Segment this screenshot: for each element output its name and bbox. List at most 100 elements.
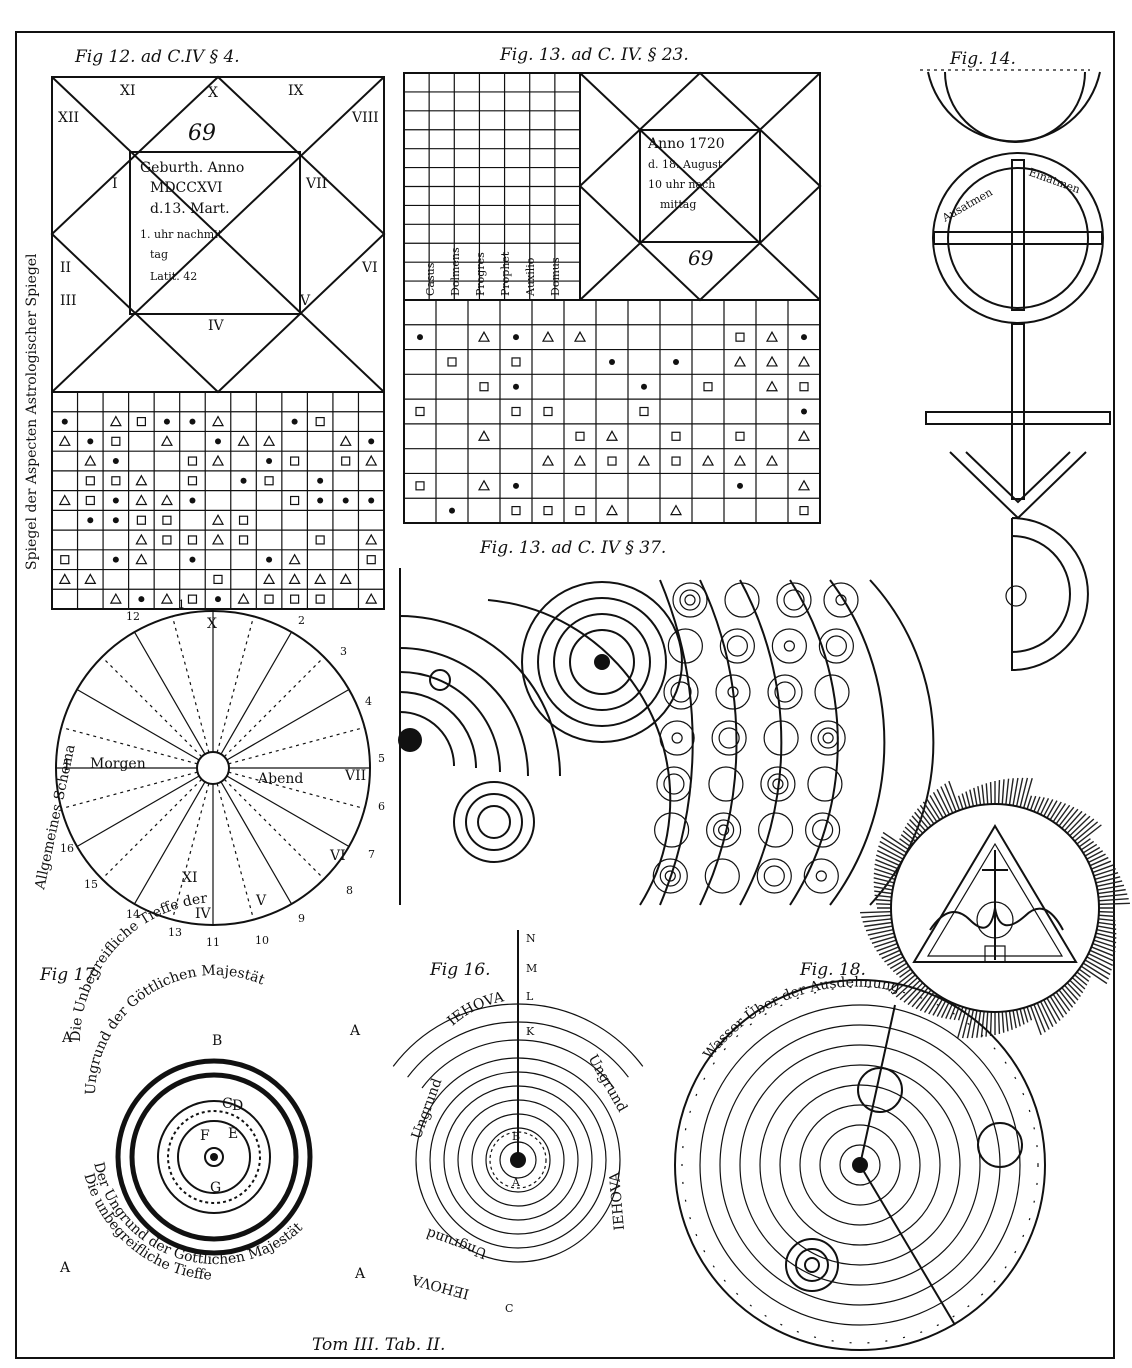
aspect-square [415, 481, 425, 491]
aspect-star [513, 334, 519, 341]
aspect-square [136, 515, 146, 525]
aspect-trine [211, 415, 225, 427]
aspect-trine [109, 592, 122, 604]
svg-text:Geburth. Anno: Geburth. Anno [140, 160, 244, 176]
aspect-star [368, 497, 375, 504]
aspect-square [315, 416, 325, 427]
aspect-star [641, 383, 647, 390]
svg-text:I: I [112, 176, 118, 192]
wheel-abend: Abend [257, 771, 303, 787]
svg-text:II: II [60, 260, 71, 276]
aspect-square [136, 416, 146, 427]
general-schema-wheel: Allgemeines Schema Morgen Abend 12 1 2 3… [32, 598, 385, 949]
svg-text:1: 1 [178, 598, 185, 611]
aspect-star [240, 477, 247, 484]
aspect-trine [58, 573, 71, 585]
fig16-arc-right: Ungrund [585, 1052, 631, 1115]
fig12-center-text: Geburth. Anno MDCCXVI d.13. Mart. 1. uhr… [140, 160, 244, 283]
fig12-horoscope: Fig 12. ad C.IV § 4. Spiegel der Aspecte… [24, 47, 386, 610]
fig13-frame [403, 72, 821, 524]
aspect-trine [765, 380, 779, 392]
aspect-square [341, 456, 351, 466]
aspect-trine [477, 430, 491, 441]
fig13-column-word: Progres [474, 252, 487, 296]
svg-text:8: 8 [346, 884, 353, 897]
aspect-trine [160, 435, 173, 446]
svg-text:Einatmen: Einatmen [1027, 166, 1082, 197]
aspect-trine [135, 494, 148, 506]
fig17-abyss: Fig 17. Die Unbegreifliche Tieffe der Un… [39, 891, 366, 1284]
svg-text:A: A [349, 1023, 361, 1039]
aspect-trine [765, 454, 779, 466]
svg-text:1. uhr nachmit: 1. uhr nachmit [140, 228, 223, 241]
svg-text:6: 6 [378, 800, 385, 813]
fig13-caption: Fig. 13. ad C. IV. § 23. [499, 45, 689, 65]
svg-text:G: G [210, 1180, 221, 1196]
orbit-diagram [398, 568, 935, 906]
wheel-morgen: Morgen [90, 756, 146, 772]
aspect-square [187, 535, 198, 545]
aspect-square [735, 431, 745, 441]
svg-text:IV: IV [208, 318, 225, 334]
svg-text:3: 3 [340, 645, 347, 658]
svg-text:VII: VII [305, 176, 327, 192]
aspect-star [417, 334, 423, 341]
fig13-column-word: Casus [424, 262, 437, 296]
wheel-outer-numbers: 12 1 2 3 4 5 6 7 8 9 10 11 13 14 15 16 [60, 598, 385, 949]
fig18-arc-text: Wasser Über der Ausdehnung [700, 975, 901, 1063]
svg-text:4: 4 [365, 695, 372, 708]
aspect-trine [339, 435, 352, 446]
aspect-square [543, 506, 553, 516]
aspect-star [291, 418, 298, 425]
aspect-square [238, 515, 249, 525]
svg-text:9: 9 [298, 912, 305, 925]
aspect-star [449, 507, 455, 514]
aspect-trine [339, 573, 352, 585]
svg-text:7: 7 [368, 848, 375, 861]
fig12-house-numbers: XI X IX XII VIII I VII II VI III IV V [58, 83, 379, 334]
aspect-trine [160, 494, 173, 506]
svg-text:E: E [228, 1126, 238, 1142]
aspect-trine [58, 435, 71, 446]
aspect-trine [733, 454, 747, 466]
svg-text:11: 11 [206, 936, 220, 949]
aspect-square [60, 555, 70, 565]
aspect-square [162, 515, 172, 525]
fig17-caption: Fig 17. [39, 965, 101, 985]
fig17-top-arc2: Ungrund der Göttlichen Majestät [83, 963, 267, 1095]
aspect-trine [605, 504, 619, 516]
svg-text:10 uhr nach: 10 uhr nach [648, 178, 715, 191]
plate-border [15, 31, 1115, 1359]
aspect-star [189, 418, 196, 425]
svg-text:V: V [255, 893, 267, 909]
svg-text:Latit. 42: Latit. 42 [150, 270, 197, 283]
aspect-star [87, 438, 94, 445]
aspect-star [163, 418, 170, 425]
aspect-trine [701, 454, 715, 466]
fig16-arc-left: Ungrund [409, 1076, 446, 1141]
svg-text:2: 2 [298, 614, 305, 627]
svg-text:13: 13 [168, 926, 182, 939]
aspect-star [801, 408, 807, 415]
aspect-star [215, 438, 221, 445]
aspect-trine [237, 592, 250, 604]
aspect-trine [237, 435, 250, 446]
fig13-horoscope: Fig. 13. ad C. IV. § 23. Anno 1720 d. 18… [403, 45, 822, 558]
aspect-star [215, 596, 221, 603]
fig12-aspect-grid [51, 391, 385, 610]
aspect-trine [84, 573, 97, 585]
wheel-spokes [56, 611, 370, 925]
aspect-star [266, 458, 273, 465]
band-circles [652, 582, 859, 894]
aspect-square [447, 357, 457, 367]
fig16-jehova: Fig 16. IEHOVA Ungrund Ungrund Ungrund I… [392, 930, 644, 1315]
aspect-trine [288, 553, 301, 565]
svg-text:M: M [526, 962, 537, 975]
fig13-center-text: Anno 1720 d. 18. August 10 uhr nach mitt… [647, 136, 725, 211]
aspect-square [85, 476, 95, 486]
aspect-trine [573, 454, 587, 466]
aspect-star [112, 497, 119, 504]
svg-text:B: B [512, 1130, 520, 1143]
fig13-column-word: Dolmens [449, 247, 462, 296]
